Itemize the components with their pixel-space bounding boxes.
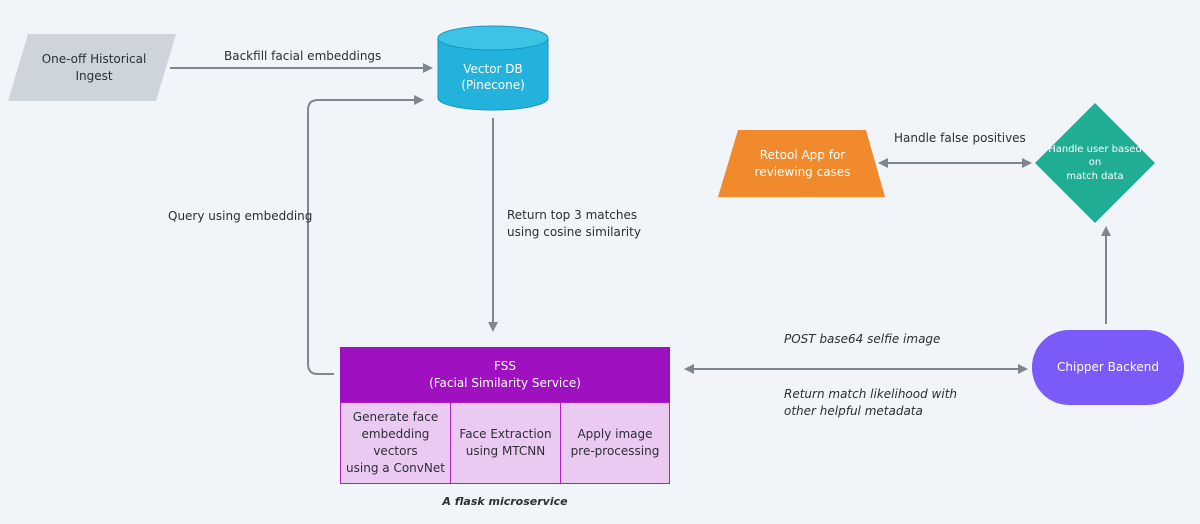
fss-sub-preprocessing: Apply image pre-processing xyxy=(560,402,670,484)
edge-label-post-selfie: POST base64 selfie image xyxy=(784,332,941,346)
vector-db-shape xyxy=(437,25,549,111)
chipper-backend-label: Chipper Backend xyxy=(1057,360,1159,375)
historical-ingest-shape xyxy=(8,34,176,101)
fss-sub-embedding: Generate face embedding vectors using a … xyxy=(340,402,451,484)
edge-label-query: Query using embedding xyxy=(168,209,313,223)
retool-app-label: Retool App for reviewing cases xyxy=(754,148,851,179)
edge-label-false-positives: Handle false positives xyxy=(894,131,1026,145)
edge-label-return-top: Return top 3 matches using cosine simila… xyxy=(507,208,641,240)
edge-query xyxy=(307,95,424,375)
fss-sub-extraction: Face Extraction using MTCNN xyxy=(450,402,561,484)
edge-label-backfill: Backfill facial embeddings xyxy=(224,49,382,63)
chipper-backend-shape xyxy=(1032,330,1184,405)
handle-user-label: Handle user based on match data xyxy=(1048,143,1142,182)
vector-db-label: Vector DB (Pinecone) xyxy=(461,61,525,92)
historical-ingest-label: One-off Historical Ingest xyxy=(41,52,147,83)
fss-title: FSS (Facial Similarity Service) xyxy=(429,359,581,390)
edge-label-return-match: Return match likelihood with other helpf… xyxy=(784,387,957,419)
retool-app-shape xyxy=(718,130,885,197)
handle-user-decision-shape xyxy=(1035,103,1155,223)
fss-caption: A flask microservice xyxy=(442,494,568,508)
fss-header-shape xyxy=(340,347,670,402)
